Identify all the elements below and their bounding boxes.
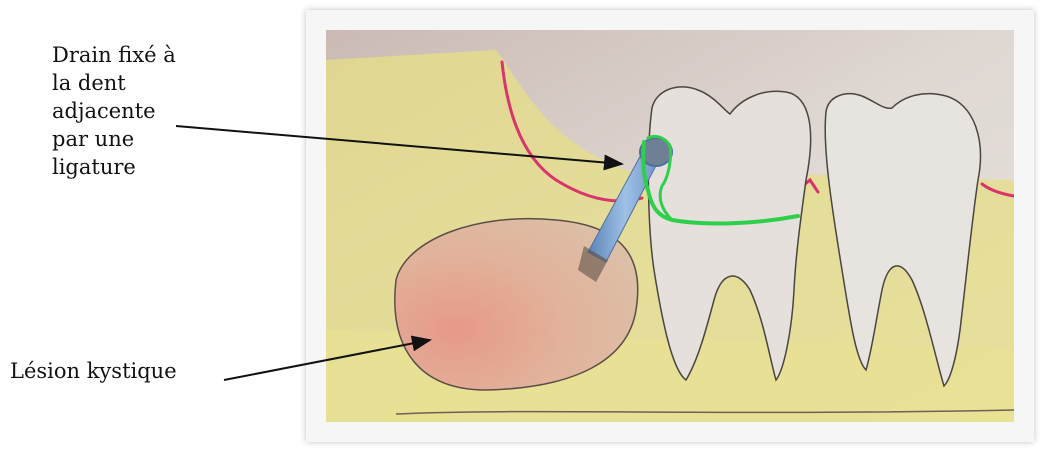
drawing-photo-frame — [306, 10, 1034, 442]
drain-annotation-line-3: adjacente — [52, 97, 176, 125]
lesion-annotation-label: Lésion kystique — [10, 357, 177, 385]
dental-drawing — [326, 30, 1014, 422]
drain-annotation-line-2: la dent — [52, 69, 176, 97]
drain-annotation-line-5: ligature — [52, 153, 176, 181]
drain-annotation-line-1: Drain fixé à — [52, 41, 176, 69]
drain-annotation-line-4: par une — [52, 125, 176, 153]
drain-annotation-label: Drain fixé à la dent adjacente par une l… — [52, 41, 176, 181]
